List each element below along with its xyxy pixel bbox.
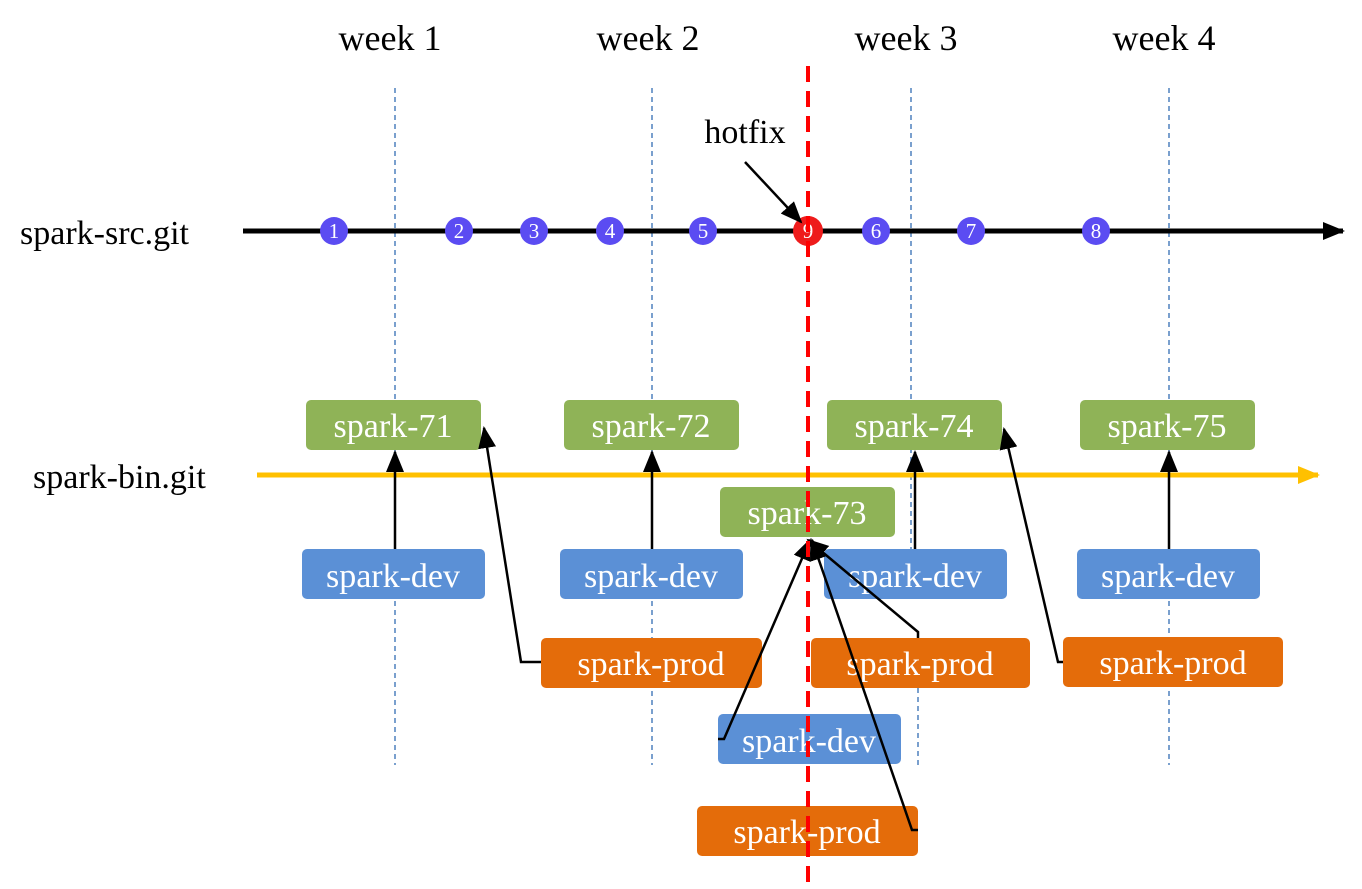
commit-3: 3	[520, 217, 548, 245]
release-spark-72: spark-72	[564, 400, 739, 450]
arrow-prodhotfix-to-73	[810, 538, 918, 832]
arrow-devhotfix-to-73	[718, 538, 812, 741]
build-dev-2: spark-dev	[560, 549, 743, 599]
build-prod-1: spark-prod	[541, 638, 762, 688]
commit-number: 1	[329, 219, 340, 243]
commit-number: 3	[529, 219, 540, 243]
release-label: spark-71	[334, 408, 453, 445]
build-label: spark-prod	[577, 646, 724, 683]
commit-number: 5	[698, 219, 709, 243]
commit-7: 7	[957, 217, 985, 245]
release-spark-71: spark-71	[306, 400, 481, 450]
commit-number: 2	[454, 219, 465, 243]
build-label: spark-dev	[848, 558, 982, 595]
release-spark-74: spark-74	[827, 400, 1002, 450]
release-label: spark-72	[592, 408, 711, 445]
week-label-3: week 3	[855, 18, 958, 58]
week-label-2: week 2	[597, 18, 700, 58]
release-spark-75: spark-75	[1080, 400, 1255, 450]
repo-label-bin: spark-bin.git	[33, 459, 206, 496]
commit-5: 5	[689, 217, 717, 245]
arrow-prod2-to-73	[806, 538, 920, 638]
build-label: spark-dev	[1101, 558, 1235, 595]
hotfix-label: hotfix	[704, 114, 785, 151]
build-prod-2: spark-prod	[811, 638, 1030, 688]
build-label: spark-prod	[1099, 645, 1246, 682]
week-label-1: week 1	[339, 18, 442, 58]
build-dev-1: spark-dev	[302, 549, 485, 599]
build-label: spark-dev	[584, 558, 718, 595]
release-label: spark-74	[855, 408, 974, 445]
build-dev-4: spark-dev	[1077, 549, 1260, 599]
repo-label-src: spark-src.git	[20, 215, 190, 252]
build-label: spark-prod	[846, 646, 993, 683]
build-prod-3: spark-prod	[1063, 637, 1283, 687]
commit-2: 2	[445, 217, 473, 245]
week-label-4: week 4	[1113, 18, 1216, 58]
commit-4: 4	[596, 217, 624, 245]
arrow-prod3-to-74	[999, 427, 1063, 664]
commit-number: 4	[605, 219, 616, 243]
commit-1: 1	[320, 217, 348, 245]
arrow-prod1-to-71	[478, 426, 541, 664]
commit-6: 6	[862, 217, 890, 245]
build-label: spark-dev	[326, 558, 460, 595]
commit-number: 6	[871, 219, 882, 243]
hotfix-arrow	[744, 161, 803, 224]
release-label: spark-75	[1108, 408, 1227, 445]
commit-number: 8	[1091, 219, 1102, 243]
build-dev-3: spark-dev	[824, 549, 1007, 599]
commit-number: 7	[966, 219, 977, 243]
commit-8: 8	[1082, 217, 1110, 245]
